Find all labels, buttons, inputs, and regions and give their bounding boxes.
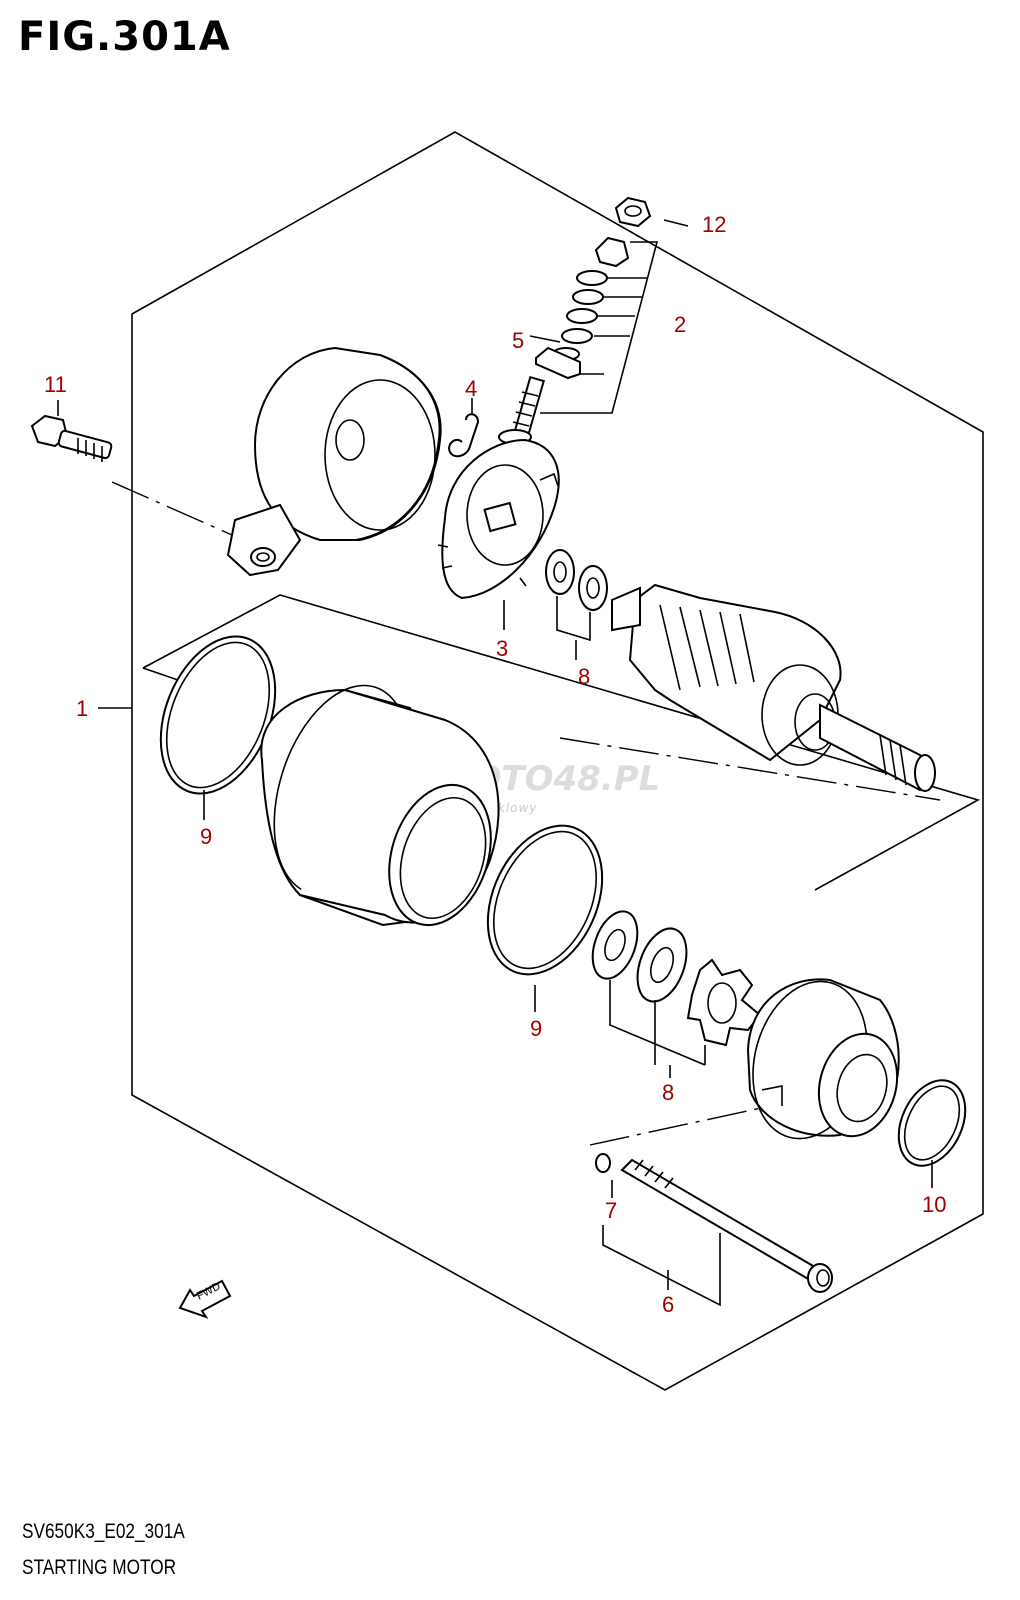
- callout-4[interactable]: 4: [465, 376, 477, 401]
- figure-title: FIG.301A: [18, 14, 231, 60]
- oring-part-10[interactable]: [886, 1070, 978, 1177]
- oring-part-9-right-inner: [492, 830, 598, 970]
- rear-cover[interactable]: [226, 346, 442, 577]
- figure-name-label: STARTING MOTOR: [22, 1556, 177, 1579]
- fwd-direction-indicator: FWD: [178, 1279, 232, 1319]
- axis-lower: [589, 1104, 776, 1146]
- callout-12[interactable]: 12: [702, 212, 726, 237]
- long-bolt-part-6[interactable]: [602, 1158, 833, 1307]
- leader-lines: [57, 219, 933, 1290]
- armature[interactable]: [611, 583, 936, 792]
- callout-2[interactable]: 2: [674, 312, 686, 337]
- bolt-part-11[interactable]: [30, 414, 113, 462]
- model-code-label: SV650K3_E02_301A: [22, 1520, 185, 1543]
- front-cover[interactable]: [736, 968, 908, 1151]
- callout-10[interactable]: 10: [922, 1192, 946, 1217]
- washers-part-8-upper[interactable]: [545, 549, 608, 642]
- oring-part-10-inner: [903, 1085, 961, 1161]
- clip-part-4[interactable]: [448, 413, 480, 458]
- callout-11[interactable]: 11: [44, 372, 67, 397]
- oring-part-7[interactable]: [595, 1153, 611, 1173]
- axis-upper: [111, 481, 233, 536]
- arrow-fwd-icon: [178, 1279, 232, 1319]
- housing-group-outline: [142, 594, 981, 891]
- callout-8-lower[interactable]: 8: [662, 1080, 674, 1105]
- assembly-boundary: [131, 131, 984, 1391]
- nut-part-12[interactable]: [614, 196, 652, 228]
- callout-9-right[interactable]: 9: [530, 1016, 542, 1041]
- oring-part-9-left-inner: [165, 641, 271, 789]
- callout-3[interactable]: 3: [496, 636, 508, 661]
- callout-7[interactable]: 7: [605, 1198, 617, 1223]
- leader-stack: [540, 241, 659, 414]
- terminal-stack-parts[interactable]: [498, 236, 630, 445]
- callout-8-upper[interactable]: 8: [578, 664, 590, 689]
- callouts: 1 2 3 4 5 6 7 8 8 9 9 10 11 12: [44, 212, 946, 1317]
- callout-9-left[interactable]: 9: [200, 824, 212, 849]
- brush-plate-part-3[interactable]: [437, 438, 560, 600]
- yoke-housing[interactable]: [250, 668, 508, 938]
- callout-1[interactable]: 1: [76, 696, 88, 721]
- axis-middle: [559, 737, 941, 801]
- oring-part-9-right[interactable]: [466, 808, 624, 993]
- callout-5[interactable]: 5: [512, 328, 524, 353]
- callout-6[interactable]: 6: [662, 1292, 674, 1317]
- washers-part-8-lower[interactable]: [584, 905, 762, 1066]
